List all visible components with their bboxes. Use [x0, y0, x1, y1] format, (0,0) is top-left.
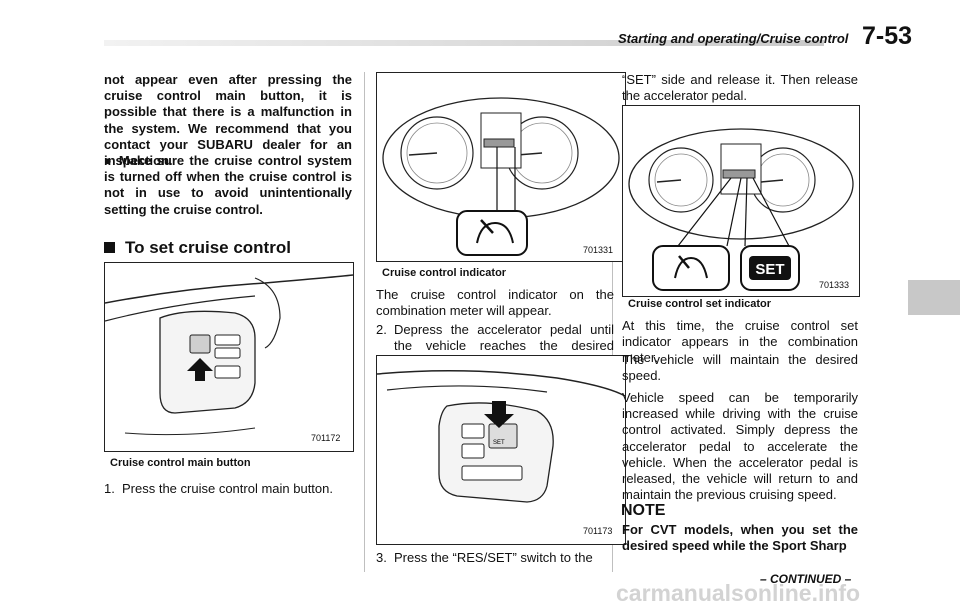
step-item: 3.Press the “RES/SET” switch to the [376, 550, 593, 565]
paragraph: not appear even after pressing the cruis… [104, 72, 352, 169]
chapter-tab [908, 280, 960, 315]
column-divider [612, 72, 613, 572]
page-number: 7-53 [862, 22, 913, 50]
figure-number: 701331 [583, 245, 614, 255]
svg-text:SET: SET [755, 261, 784, 278]
note-text: For CVT models, when you set the desired… [622, 522, 858, 554]
figure-set-indicator: SET 701333 [622, 105, 860, 297]
paragraph: Vehicle speed can be temporarily increas… [622, 390, 858, 503]
figure-number: 701333 [819, 280, 850, 290]
step-item: 1.Press the cruise control main button. [104, 481, 333, 496]
paragraph: The cruise control indicator on the comb… [376, 287, 614, 319]
column-divider [364, 72, 365, 572]
note-heading: NOTE [621, 502, 666, 519]
bullet-paragraph: ● Make sure the cruise control system is… [104, 153, 352, 217]
figure-cruise-indicator: 701331 [376, 72, 626, 262]
bullet-icon: ● [104, 153, 119, 168]
figure-caption: Cruise control indicator [382, 267, 507, 279]
combination-meter-set-illustration: SET [628, 128, 854, 291]
svg-text:SET: SET [493, 440, 505, 446]
paragraph: At this time, the cruise control set ind… [622, 318, 858, 366]
header-rule [104, 40, 824, 46]
figure-caption: Cruise control main button [110, 457, 251, 469]
figure-number: 701172 [311, 433, 341, 443]
figure-caption: Cruise control set indicator [628, 298, 772, 310]
figure-main-button: 701172 [104, 262, 354, 452]
header-title: Starting and operating/Cruise control [618, 31, 849, 46]
steering-switch-illustration: SET [377, 370, 625, 503]
square-bullet-icon [104, 242, 115, 253]
section-heading: To set cruise control [104, 238, 291, 258]
combination-meter-illustration [382, 97, 620, 256]
continued-label: – CONTINUED – [760, 572, 852, 586]
steering-wheel-illustration [105, 274, 353, 436]
paragraph: The vehicle will maintain the desired sp… [622, 352, 858, 384]
watermark: carmanualsonline.info [616, 580, 861, 606]
figure-number: 701173 [583, 526, 613, 536]
figure-res-set-switch: SET 701173 [376, 355, 626, 545]
paragraph: “SET” side and release it. Then release … [622, 72, 858, 104]
